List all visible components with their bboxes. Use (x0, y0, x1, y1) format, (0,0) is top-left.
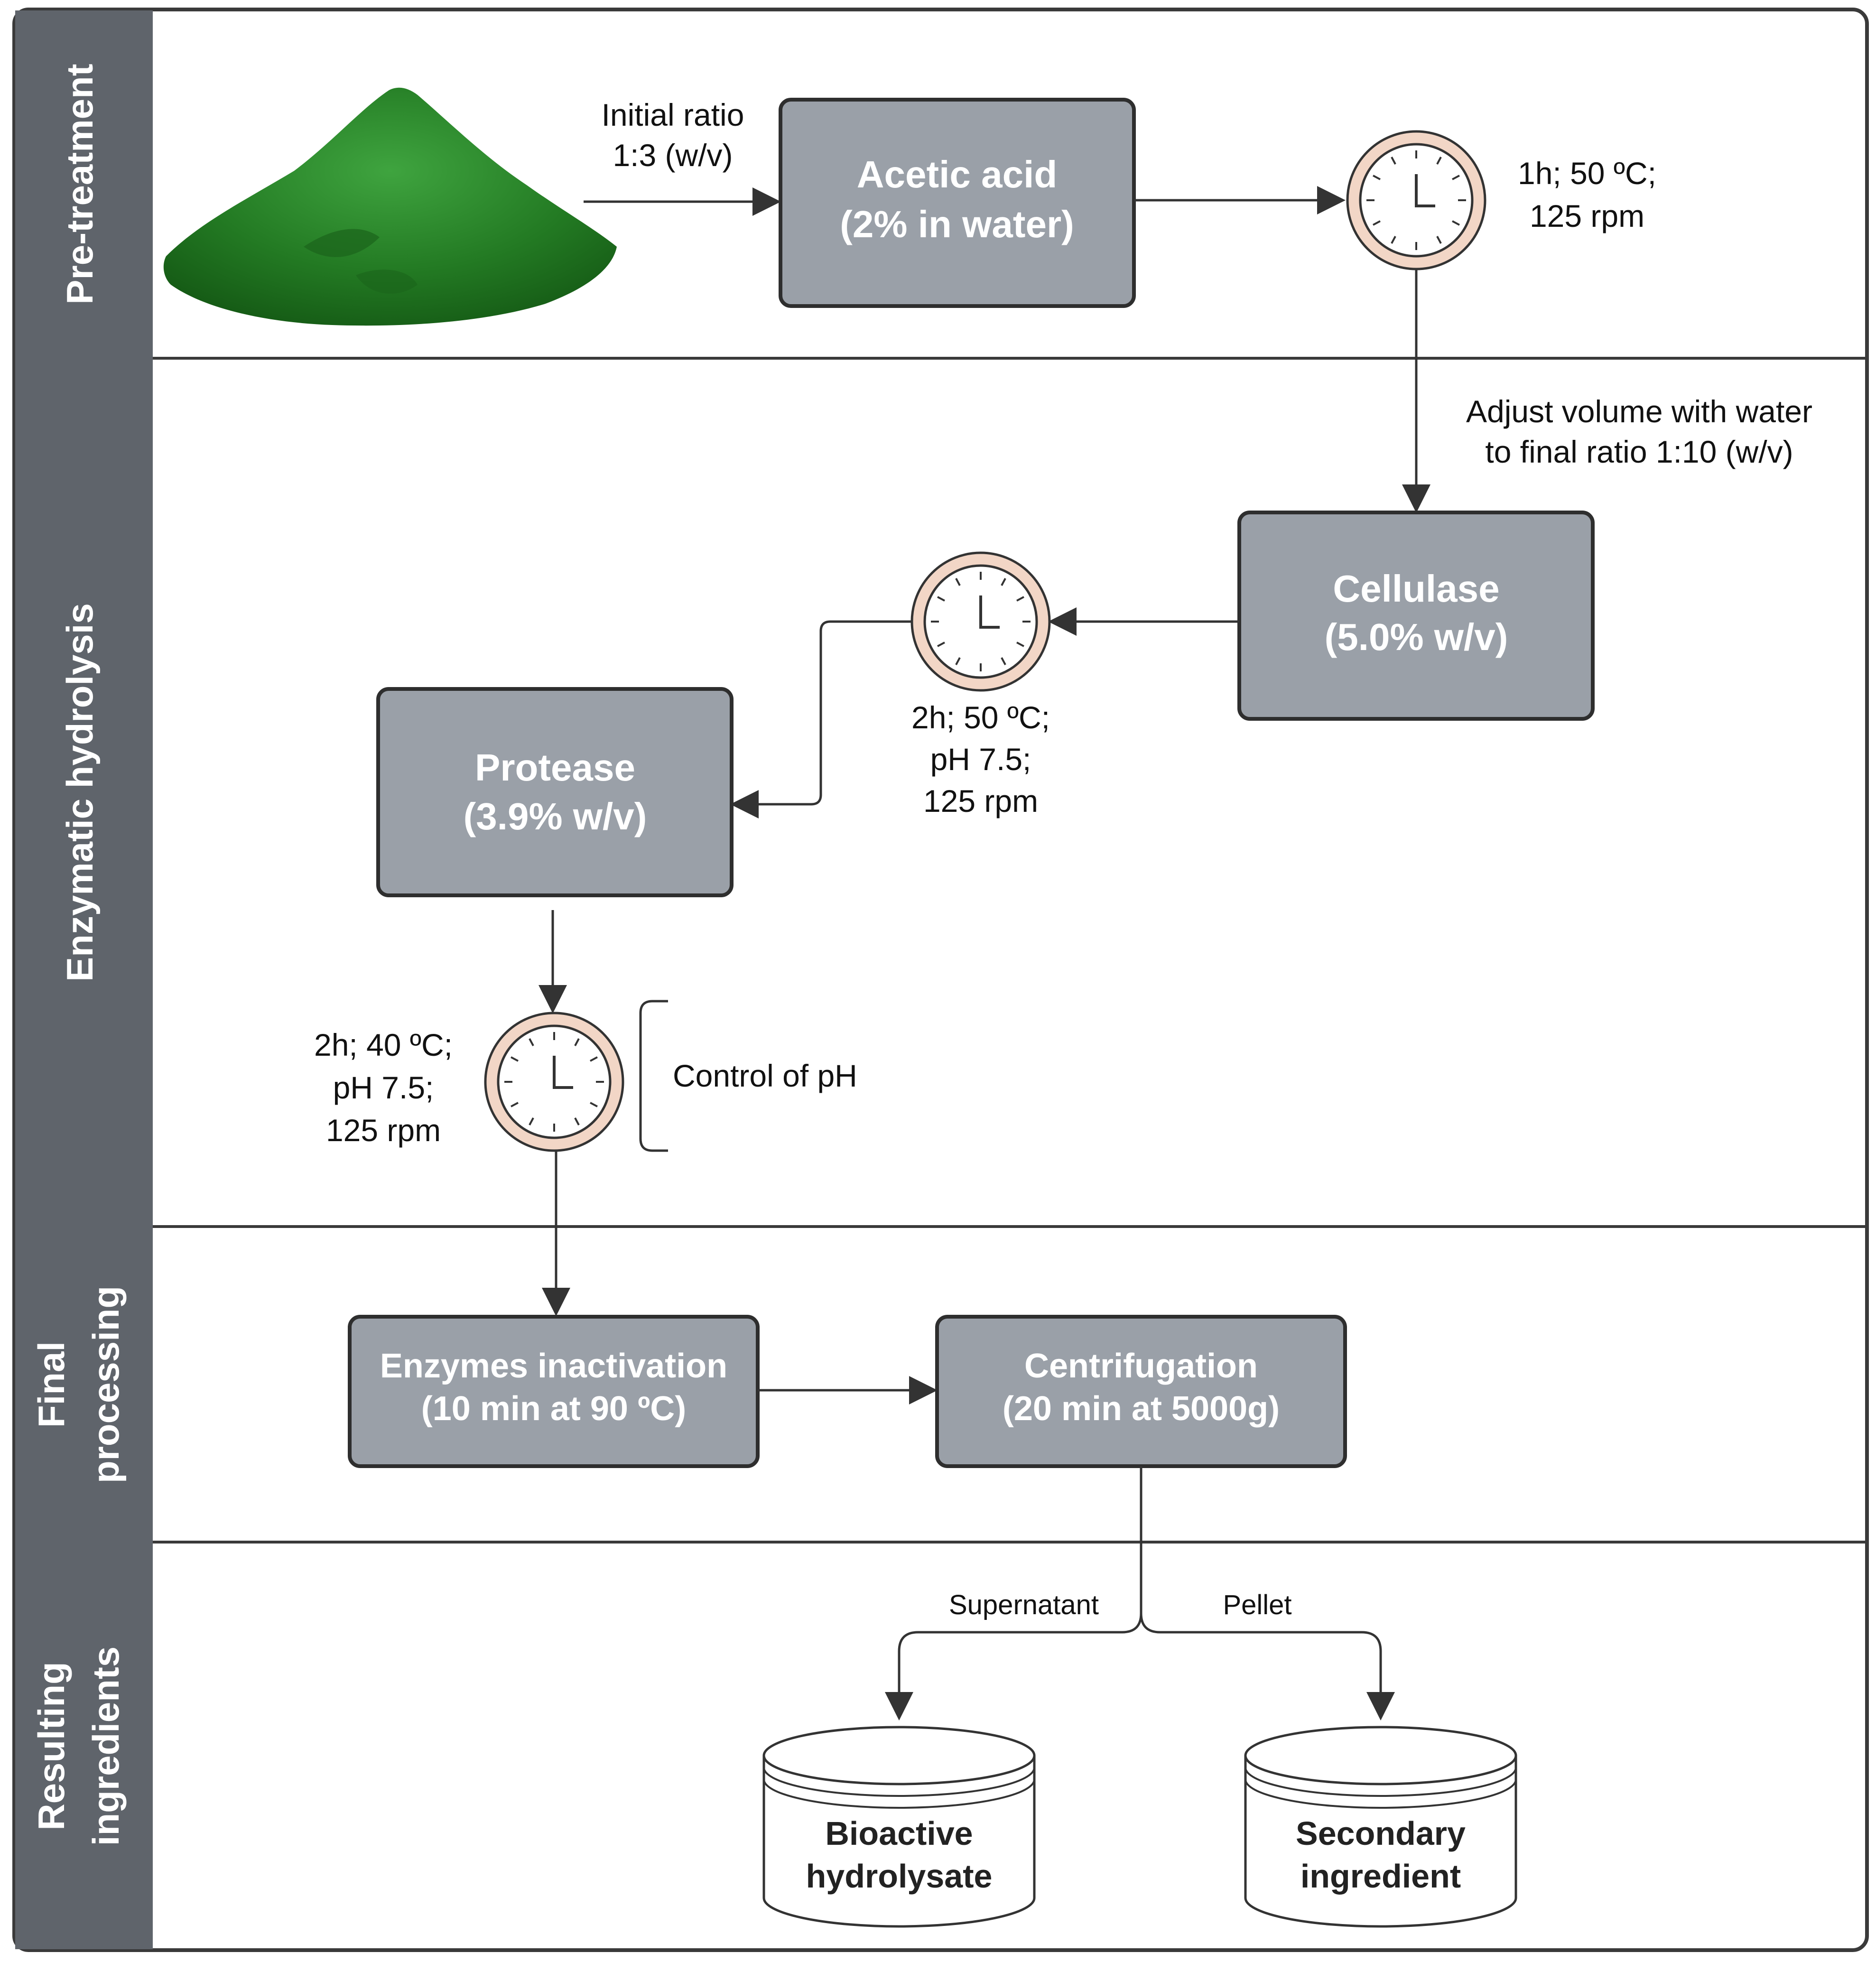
lane-header-enzymatic (15, 358, 153, 1227)
lane-title-resulting-1: Resulting (30, 1662, 72, 1830)
acetic-acid-box (779, 98, 1136, 308)
protease-conditions-line3: 125 rpm (326, 1113, 441, 1148)
pretreat-conditions-line1: 1h; 50 ºC; (1518, 156, 1656, 191)
timer-icon (484, 1012, 624, 1152)
arrow-supernatant (885, 1466, 1142, 1720)
adjust-volume-line2: to final ratio 1:10 (w/v) (1485, 434, 1793, 469)
cellulase-conditions-line2: pH 7.5; (930, 742, 1031, 777)
protease-box (376, 687, 734, 897)
protease-line1: Protease (475, 746, 635, 789)
inactivation-line1: Enzymes inactivation (380, 1347, 727, 1385)
lane-title-resulting-2: ingredients (85, 1646, 127, 1846)
green-powder-pile (163, 87, 617, 326)
arrow-timer-to-protease (730, 620, 912, 818)
cellulase-conditions-line1: 2h; 50 ºC; (911, 700, 1050, 735)
centrifugation-line1: Centrifugation (1024, 1347, 1258, 1385)
cellulase-line1: Cellulase (1333, 567, 1499, 610)
secondary-line2: ingredient (1300, 1858, 1461, 1895)
acetic-acid-line2: (2% in water) (840, 203, 1074, 245)
cellulase-conditions-line3: 125 rpm (923, 783, 1038, 818)
bioactive-line1: Bioactive (825, 1815, 973, 1852)
cellulase-box (1237, 511, 1595, 721)
arrow-pellet (1140, 1613, 1395, 1720)
adjust-volume-line1: Adjust volume with water (1466, 394, 1812, 429)
lane-header-resulting (15, 1542, 153, 1949)
ph-control-bracket (639, 1000, 668, 1152)
centrifugation-line2: (20 min at 5000g) (1003, 1390, 1280, 1428)
lane-header-pretreatment (15, 10, 153, 358)
initial-ratio-line1: Initial ratio (602, 97, 744, 132)
supernatant-label: Supernatant (949, 1590, 1099, 1620)
storage-drum-icon (762, 1726, 1036, 1928)
pretreat-conditions-line2: 125 rpm (1530, 198, 1644, 233)
lane-title-final-1: Final (30, 1341, 72, 1428)
lane-header-final (15, 1227, 153, 1542)
bioactive-line2: hydrolysate (806, 1858, 993, 1895)
lane-title-enzymatic: Enzymatic hydrolysis (59, 603, 101, 982)
lane-title-final-2: processing (85, 1286, 127, 1483)
inactivation-line2: (10 min at 90 ºC) (421, 1390, 686, 1428)
acetic-acid-line1: Acetic acid (857, 153, 1057, 195)
pellet-label: Pellet (1223, 1590, 1291, 1620)
timer-icon (910, 551, 1051, 692)
protease-line2: (3.9% w/v) (464, 795, 647, 837)
secondary-line1: Secondary (1296, 1815, 1466, 1852)
cellulase-line2: (5.0% w/v) (1325, 616, 1508, 658)
protease-conditions-line1: 2h; 40 ºC; (314, 1027, 453, 1062)
protease-conditions-line2: pH 7.5; (333, 1070, 434, 1105)
lane-title-pretreatment: Pre-treatment (59, 64, 101, 304)
timer-icon (1346, 130, 1486, 270)
control-ph-label: Control of pH (673, 1058, 857, 1093)
initial-ratio-line2: 1:3 (w/v) (613, 138, 733, 173)
storage-drum-icon (1244, 1726, 1517, 1928)
